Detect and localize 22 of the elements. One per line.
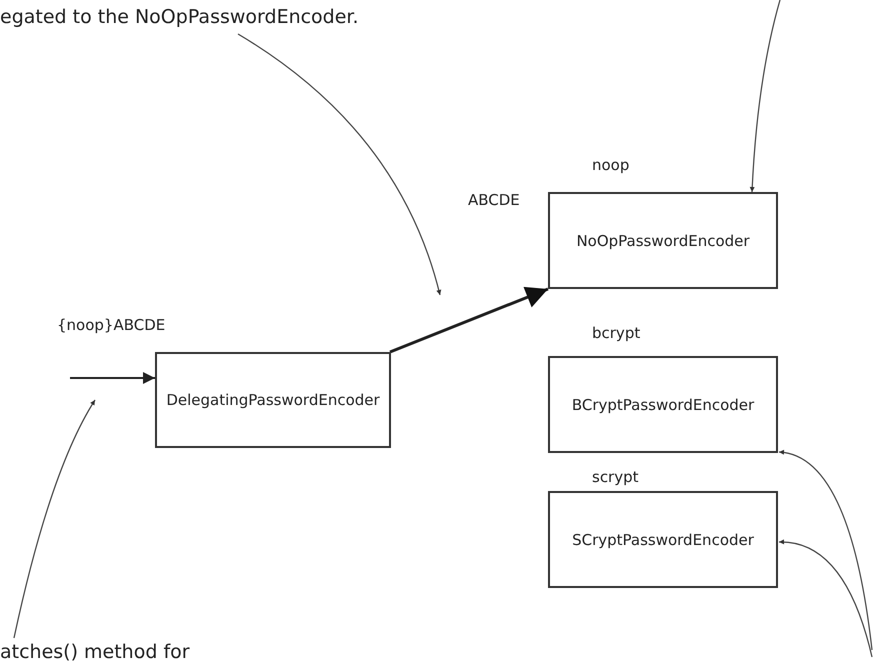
leader-line [778, 450, 873, 650]
class-name: DelegatingPasswordEncoder [166, 391, 380, 409]
key-label: scrypt [592, 468, 639, 486]
arrow [70, 372, 155, 384]
class-box [155, 352, 391, 448]
key-label: {noop}ABCDE [57, 316, 166, 334]
key-label: ABCDE [468, 191, 520, 209]
key-label: bcrypt [592, 324, 640, 342]
leader-line [238, 34, 442, 296]
class-name: SCryptPasswordEncoder [572, 530, 754, 548]
class-name: BCryptPasswordEncoder [572, 396, 754, 414]
leader-line [778, 540, 873, 658]
key-label: noop [592, 156, 630, 174]
leader-line [750, 0, 781, 192]
arrow [389, 286, 549, 354]
note-text: atches() method for [0, 641, 190, 663]
leader-line [13, 400, 96, 638]
note-text: egated to the NoOpPasswordEncoder. [0, 6, 359, 28]
class-box [548, 491, 778, 588]
class-box [548, 192, 778, 289]
class-box [548, 356, 778, 453]
class-name: NoOpPasswordEncoder [576, 232, 750, 250]
